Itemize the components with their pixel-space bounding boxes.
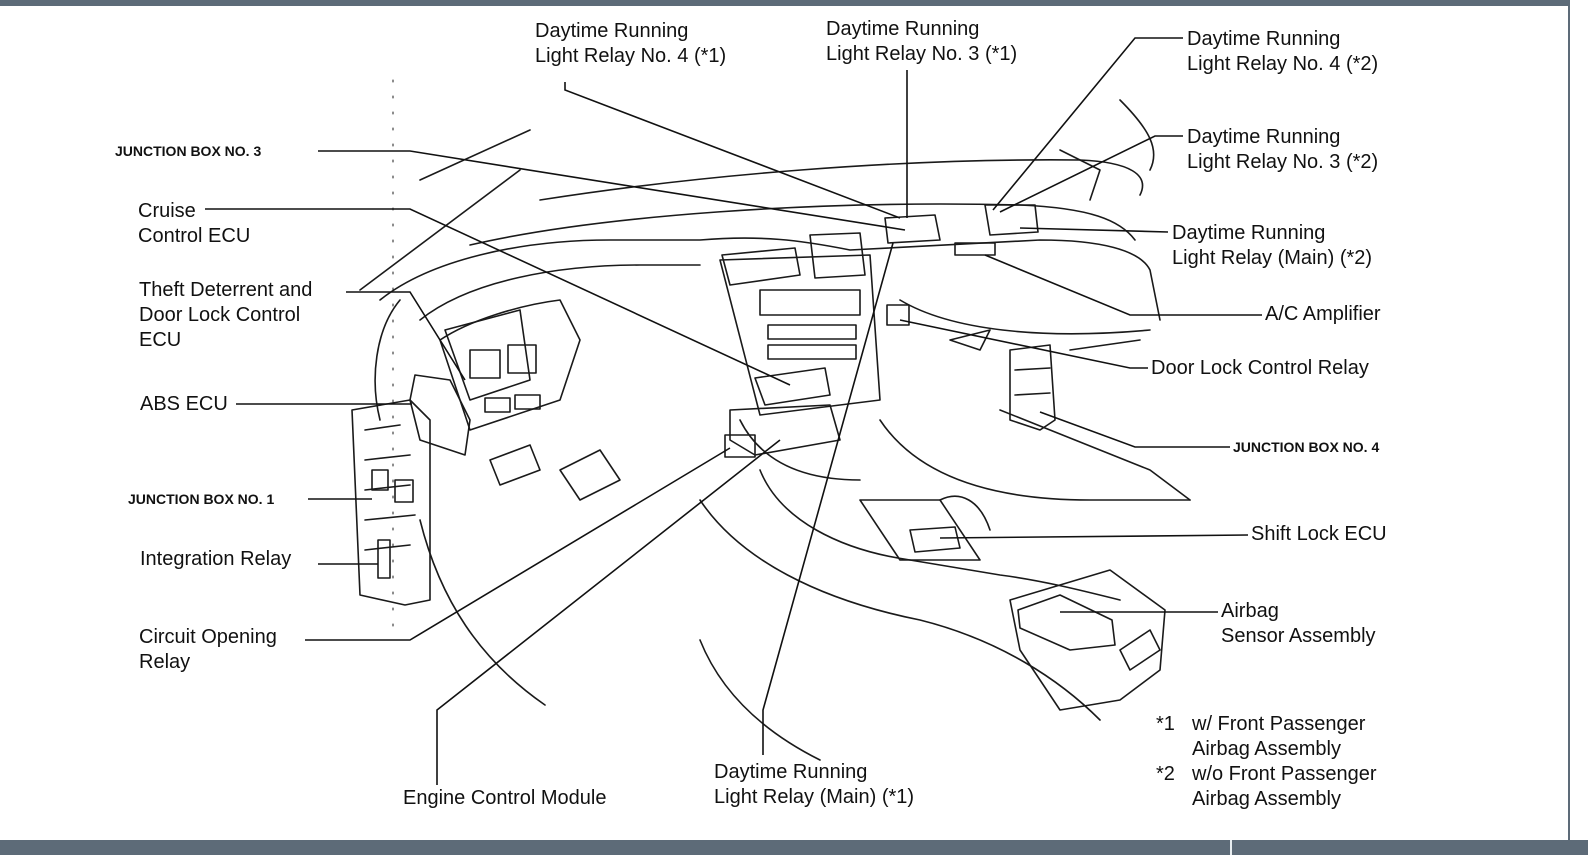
- abs-ecu-body: [409, 374, 471, 456]
- drl-relay-4-2-body: [984, 204, 1039, 236]
- leader-theft: [346, 291, 466, 381]
- shift-lock-ecu-body: [909, 526, 961, 553]
- label-abs-ecu: ABS ECU: [140, 393, 228, 415]
- dashboard-component-diagram: [205, 37, 1262, 785]
- leader-circuit-opening: [305, 447, 731, 641]
- circuit-opening-relay-body: [724, 434, 756, 458]
- label-shift-lock-ecu: Shift Lock ECU: [1251, 523, 1387, 545]
- footnote-mark: *1: [1156, 713, 1175, 735]
- airbag-sensor-body: [1017, 594, 1116, 651]
- leader-jb3: [318, 150, 906, 231]
- footnote-mark: *2: [1156, 763, 1175, 785]
- label-junction-box-3: JUNCTION BOX NO. 3: [115, 143, 262, 159]
- armrest: [1009, 569, 1166, 711]
- leader-drl4-1: [564, 82, 901, 219]
- label-engine-control-module: Engine Control Module: [403, 787, 607, 809]
- console-outline: [759, 469, 1121, 601]
- label-door-lock-control-relay: Door Lock Control Relay: [1151, 357, 1369, 379]
- label-ac-amplifier: A/C Amplifier: [1265, 303, 1381, 325]
- leader-drl3-2: [999, 135, 1183, 213]
- door-lock-relay-body: [886, 304, 910, 326]
- leader-drlmain-2: [1019, 227, 1169, 233]
- leader-ecm: [436, 439, 781, 785]
- dash-top-line: [469, 203, 1136, 246]
- leader-cruise: [205, 208, 791, 386]
- theft-ecu-body: [754, 367, 831, 406]
- bottom-bar-divider: [1230, 840, 1232, 855]
- junction-box-4: [1009, 344, 1056, 431]
- leader-drlmain-1: [762, 242, 894, 755]
- cruise-ecu-body: [721, 247, 801, 286]
- leader-door-lock-relay: [899, 319, 1148, 369]
- label-junction-box-1: JUNCTION BOX NO. 1: [128, 491, 275, 507]
- window-top-border: [0, 0, 1588, 6]
- leader-shift-lock: [939, 534, 1249, 539]
- label-integration-relay: Integration Relay: [140, 548, 292, 570]
- leader-ac-amp: [984, 254, 1262, 316]
- center-stack: [719, 254, 881, 416]
- window-bottom-bar: [0, 840, 1588, 855]
- label-junction-box-4: JUNCTION BOX NO. 4: [1233, 439, 1380, 455]
- leader-drl4-2: [992, 37, 1183, 211]
- dashboard-body: [379, 237, 1161, 321]
- ac-amplifier-body: [954, 242, 996, 256]
- window-right-border: [1568, 0, 1588, 855]
- leader-jb4: [1039, 411, 1230, 448]
- windshield-outline: [539, 159, 1144, 201]
- drl-relay-3-1-body: [884, 214, 941, 244]
